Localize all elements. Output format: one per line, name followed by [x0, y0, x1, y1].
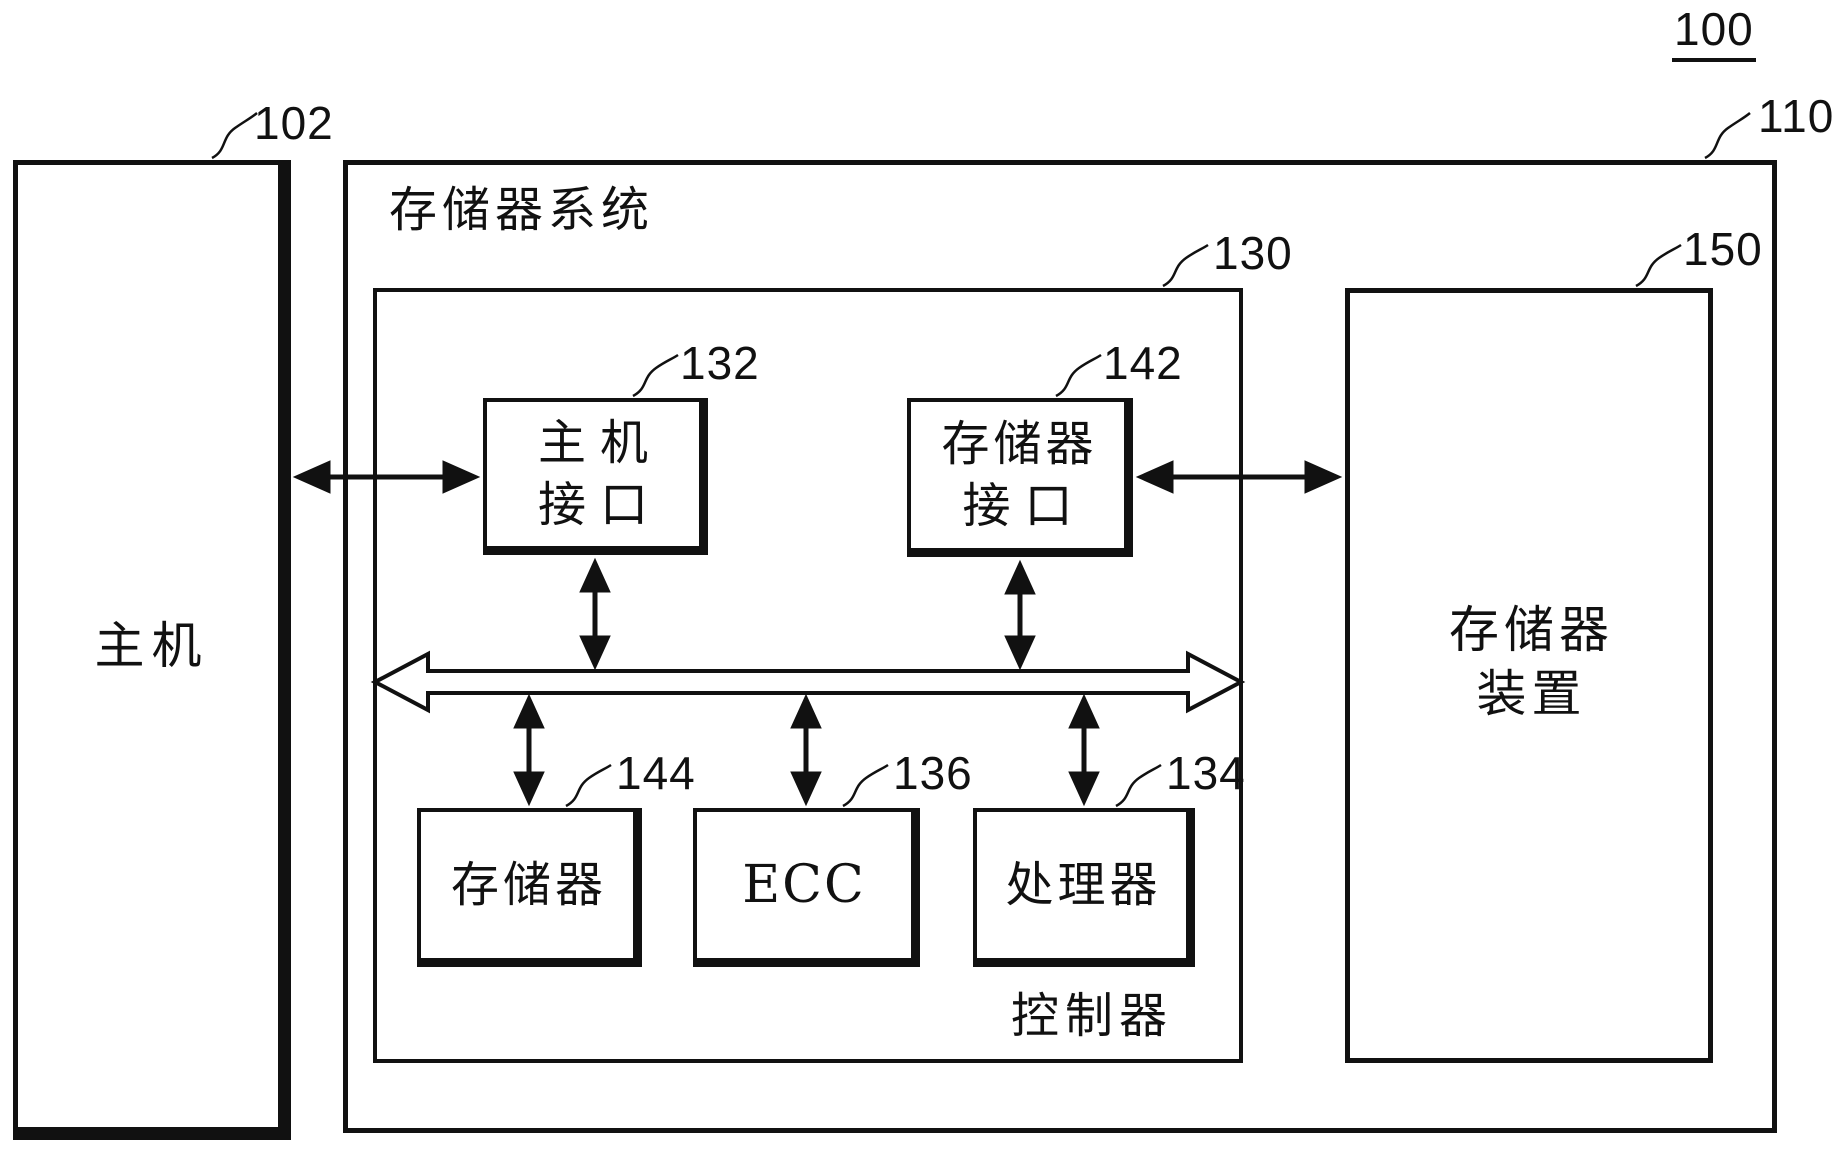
- memory-device-label-line2: 装置: [1476, 664, 1587, 723]
- processor-label: 处理器: [1005, 857, 1162, 913]
- memory-interface-label-line2: 接口: [962, 478, 1087, 534]
- processor-box: 处理器: [973, 808, 1195, 967]
- memory-interface-box: 存储器 接口: [907, 398, 1133, 557]
- host-interface-label-line1: 主机: [537, 415, 662, 471]
- leader-110: [1704, 112, 1751, 160]
- memory-device-box: 存储器 装置: [1345, 288, 1713, 1063]
- memory-system-box: 存储器系统: [343, 160, 1777, 1133]
- ecc-label: ECC: [742, 855, 866, 915]
- memory-label: 存储器: [450, 857, 607, 913]
- host-interface-label-line2: 接口: [537, 477, 662, 533]
- leader-102: [211, 112, 258, 160]
- memory-interface-label-line1: 存储器: [941, 416, 1098, 472]
- ecc-box: ECC: [693, 808, 920, 967]
- ref-130: 130: [1213, 227, 1293, 279]
- host-box: 主机: [13, 160, 291, 1140]
- ref-132: 132: [680, 337, 760, 389]
- memory-system-label: 存储器系统: [389, 182, 655, 238]
- ref-102: 102: [254, 97, 334, 149]
- ref-136: 136: [893, 747, 973, 799]
- ref-142: 142: [1103, 337, 1183, 389]
- ref-144: 144: [616, 747, 696, 799]
- host-label: 主机: [94, 617, 209, 675]
- ref-100: 100: [1672, 6, 1756, 62]
- ref-110: 110: [1758, 90, 1835, 142]
- controller-label: 控制器: [1010, 988, 1173, 1044]
- host-interface-box: 主机 接口: [483, 398, 708, 555]
- ref-150: 150: [1683, 223, 1763, 275]
- ref-134: 134: [1166, 747, 1246, 799]
- memory-box: 存储器: [417, 808, 642, 967]
- memory-device-label-line1: 存储器: [1449, 600, 1614, 659]
